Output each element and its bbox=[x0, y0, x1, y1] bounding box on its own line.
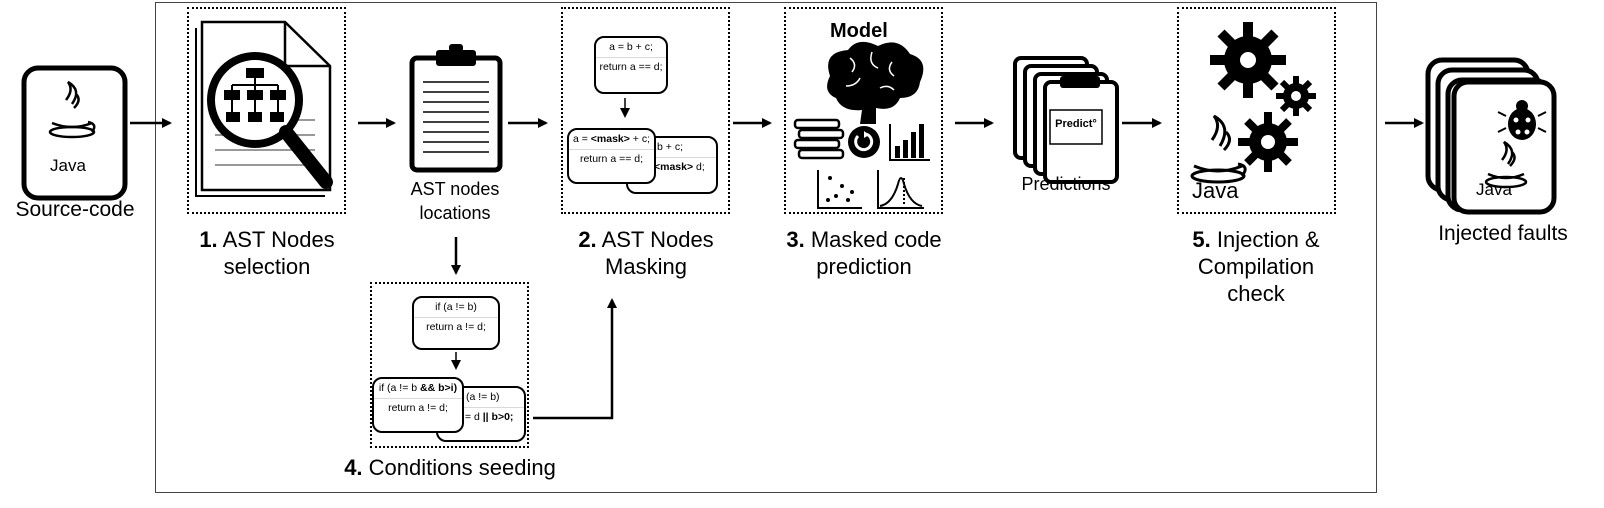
step5-title: Injection & bbox=[1216, 227, 1320, 252]
masking-box bbox=[561, 7, 730, 214]
flow-arrows bbox=[130, 98, 1424, 420]
code-line: if (a != b && b>i) bbox=[374, 379, 462, 398]
predict-card-label: Predict° bbox=[1055, 118, 1097, 130]
predictions-label: Predictions bbox=[1021, 174, 1111, 194]
ast-locations-line1: AST nodes bbox=[410, 179, 500, 199]
ast-locations-label: AST nodes locations bbox=[385, 177, 525, 225]
masking-code-card-front: a = <mask> + c; return a == d; bbox=[567, 128, 656, 184]
code-line: if (a != b) bbox=[435, 301, 477, 313]
document-magnifier-icon bbox=[195, 20, 333, 197]
step2-title: AST Nodes bbox=[601, 227, 714, 252]
code-text: a = bbox=[572, 133, 591, 145]
code-text: + c; bbox=[629, 133, 651, 145]
code-line: a = <mask> + c; bbox=[569, 130, 654, 149]
code-line: a = b + c; bbox=[609, 41, 653, 53]
clipboard-icon bbox=[409, 44, 503, 173]
code-line: <mask> d; bbox=[628, 157, 716, 177]
step2-caption: 2. AST Nodes Masking bbox=[556, 226, 736, 280]
code-line: return a != d; bbox=[374, 398, 462, 418]
source-java-label: Java bbox=[50, 156, 86, 175]
selection-box bbox=[187, 7, 346, 214]
seeded-condition: || b>0; bbox=[482, 411, 514, 423]
step4-caption: 4. Conditions seeding bbox=[330, 454, 570, 481]
step2-subtitle: Masking bbox=[605, 254, 687, 279]
step3-number: 3. bbox=[786, 227, 805, 252]
step3-title: Masked code bbox=[810, 227, 942, 252]
code-line: != d || b>0; bbox=[438, 407, 524, 427]
code-line: return a != d; bbox=[414, 317, 498, 337]
source-java-icon bbox=[21, 65, 128, 201]
code-text: if (a != b bbox=[378, 382, 421, 394]
step1-title: AST Nodes bbox=[222, 227, 335, 252]
step1-subtitle: selection bbox=[223, 254, 311, 279]
seeding-code-card-front: if (a != b && b>i) return a != d; bbox=[372, 377, 464, 433]
mask-token: <mask> bbox=[654, 161, 694, 173]
source-code-label: Source-code bbox=[15, 198, 135, 221]
step4-number: 4. bbox=[344, 455, 363, 480]
ast-locations-line2: locations bbox=[419, 203, 491, 223]
predictions-clipboards-icon bbox=[1013, 56, 1119, 184]
step5-subtitle-2: check bbox=[1227, 281, 1285, 306]
injected-faults-icon bbox=[1425, 57, 1557, 215]
step2-number: 2. bbox=[578, 227, 597, 252]
seeding-code-card-top: if (a != b) return a != d; bbox=[412, 296, 500, 350]
code-text: d; bbox=[693, 161, 705, 173]
code-line: return a == d; bbox=[596, 57, 666, 77]
step3-subtitle: prediction bbox=[816, 254, 912, 279]
step3-caption: 3. Masked code prediction bbox=[774, 226, 954, 280]
gears-icon bbox=[1210, 22, 1316, 172]
step5-subtitle: Compilation bbox=[1197, 254, 1315, 279]
prediction-box bbox=[784, 7, 943, 214]
injection-java-icon bbox=[1190, 114, 1247, 184]
step1-number: 1. bbox=[199, 227, 218, 252]
step4-title: Conditions seeding bbox=[368, 455, 556, 480]
step1-caption: 1. AST Nodes selection bbox=[177, 226, 357, 280]
model-title: Model bbox=[830, 20, 888, 42]
mask-token: <mask> bbox=[590, 133, 630, 145]
injection-box bbox=[1177, 7, 1336, 214]
step5-number: 5. bbox=[1192, 227, 1211, 252]
model-icons bbox=[793, 41, 930, 209]
code-text: != d bbox=[462, 411, 483, 423]
pipeline-frame bbox=[155, 2, 1377, 493]
output-java-label: Java bbox=[1476, 180, 1512, 199]
injected-faults-label: Injected faults bbox=[1438, 222, 1568, 245]
code-line: = b + c; bbox=[648, 141, 684, 153]
code-line: (a != b) bbox=[466, 391, 500, 403]
injection-java-label: Java bbox=[1192, 178, 1239, 203]
masking-code-card-top: a = b + c; return a == d; bbox=[594, 36, 668, 94]
code-line: return a == d; bbox=[569, 149, 654, 169]
step5-caption: 5. Injection & Compilation check bbox=[1166, 226, 1346, 307]
seeding-box bbox=[370, 282, 529, 448]
seeded-condition: && b>i) bbox=[420, 382, 458, 394]
